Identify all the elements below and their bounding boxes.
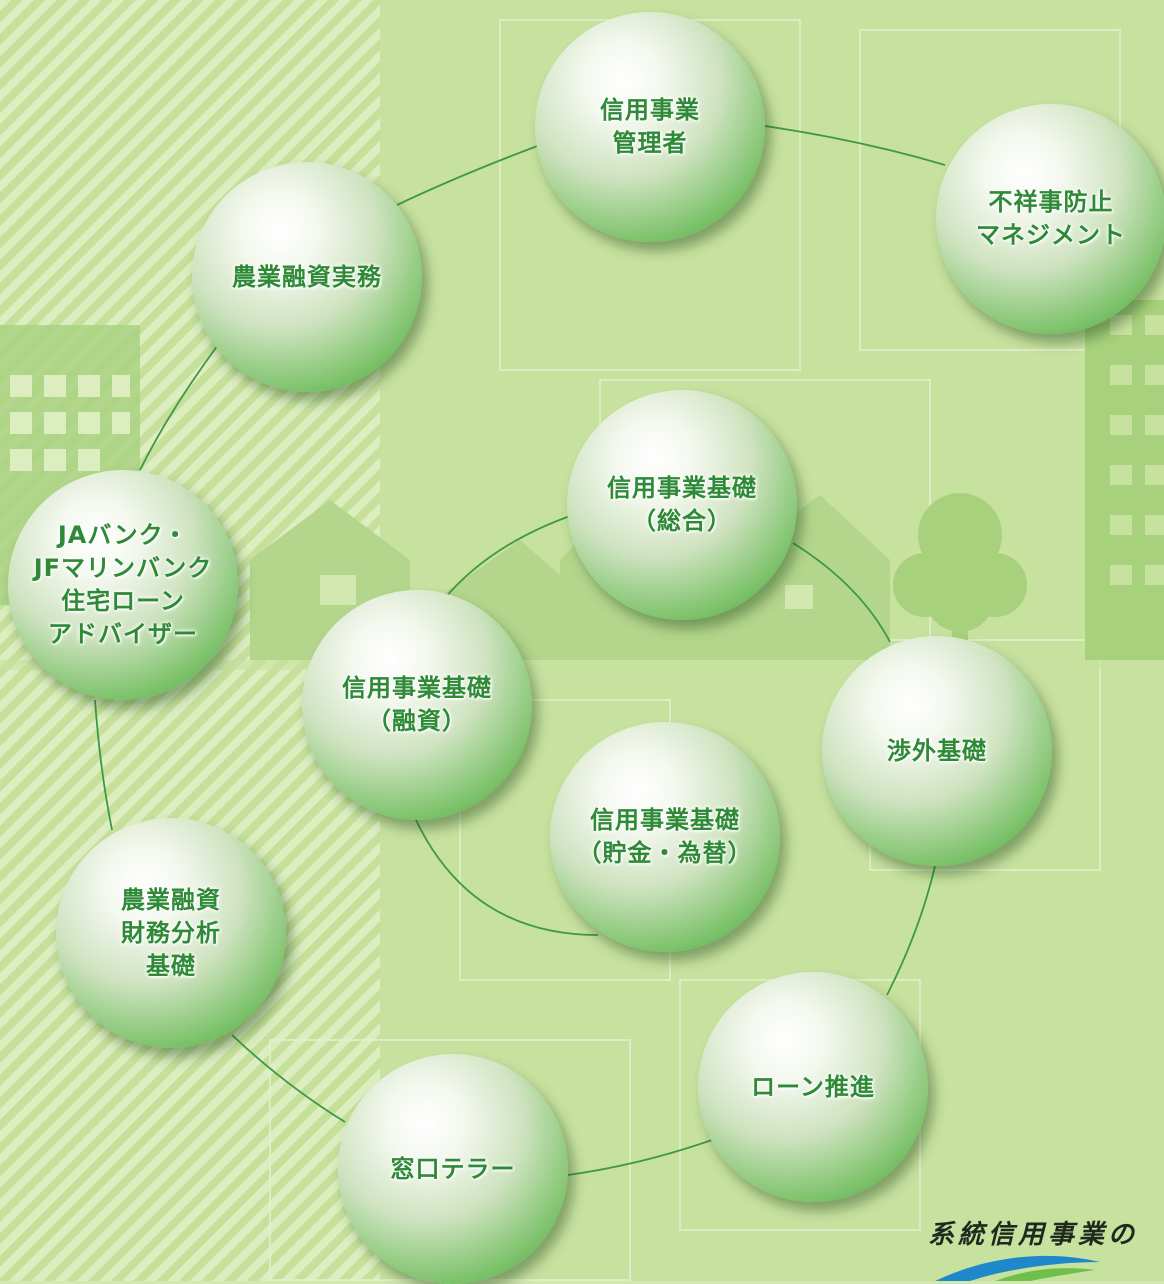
- bubble-label: 不祥事防止 マネジメント: [976, 188, 1126, 249]
- connector-line: [567, 1139, 713, 1176]
- tree-icon: [893, 493, 1027, 660]
- connector-line: [444, 515, 571, 599]
- bubble-label: 信用事業基礎 （貯金・為替）: [577, 806, 753, 867]
- bubble-madoguchi-teller[interactable]: 窓口テラー: [338, 1054, 568, 1284]
- bubble-label: JAバンク・ JFマリンバンク 住宅ローン アドバイザー: [33, 521, 213, 648]
- connector-line: [94, 699, 113, 831]
- bubble-label: 信用事業基礎 （総合）: [607, 474, 757, 535]
- connector-line: [414, 817, 599, 936]
- connector-line: [792, 542, 891, 643]
- bubble-label: 窓口テラー: [390, 1154, 516, 1183]
- bubble-fushoji-boshi[interactable]: 不祥事防止 マネジメント: [936, 104, 1164, 334]
- bubble-shinyo-jigyo-kanrisha[interactable]: 信用事業 管理者: [535, 12, 765, 242]
- bubble-ja-bank-loan-adviser[interactable]: JAバンク・ JFマリンバンク 住宅ローン アドバイザー: [8, 470, 238, 700]
- bubble-zaimu-bunseki-kiso[interactable]: 農業融資 財務分析 基礎: [56, 818, 286, 1048]
- bubble-shinyo-kiso-sogo[interactable]: 信用事業基礎 （総合）: [567, 390, 797, 620]
- bubble-label: 信用事業 管理者: [600, 96, 700, 157]
- bubble-label: 渉外基礎: [887, 736, 987, 765]
- bubble-shogai-kiso[interactable]: 渉外基礎: [822, 636, 1052, 866]
- bubble-shinyo-kiso-chokin[interactable]: 信用事業基礎 （貯金・為替）: [550, 722, 780, 952]
- bubble-loan-suishin[interactable]: ローン推進: [698, 972, 928, 1202]
- connector-line: [396, 144, 541, 206]
- bubble-shinyo-kiso-yushi[interactable]: 信用事業基礎 （融資）: [302, 590, 532, 820]
- footer-caption: 系統信用事業の: [928, 1220, 1139, 1250]
- connector-line: [231, 1034, 346, 1123]
- bubble-nogyo-yushi-jitsumu[interactable]: 農業融資実務: [192, 162, 422, 392]
- connector-line: [764, 125, 946, 166]
- right-building-icon: [1085, 300, 1164, 660]
- swoosh-logo-icon: [935, 1255, 1100, 1281]
- bubble-label: ローン推進: [751, 1072, 875, 1101]
- connector-line: [139, 344, 219, 471]
- bubble-label: 農業融資 財務分析 基礎: [121, 885, 221, 980]
- bubble-label: 農業融資実務: [232, 262, 382, 291]
- connector-line: [886, 865, 936, 996]
- bubble-label: 信用事業基礎 （融資）: [342, 674, 492, 735]
